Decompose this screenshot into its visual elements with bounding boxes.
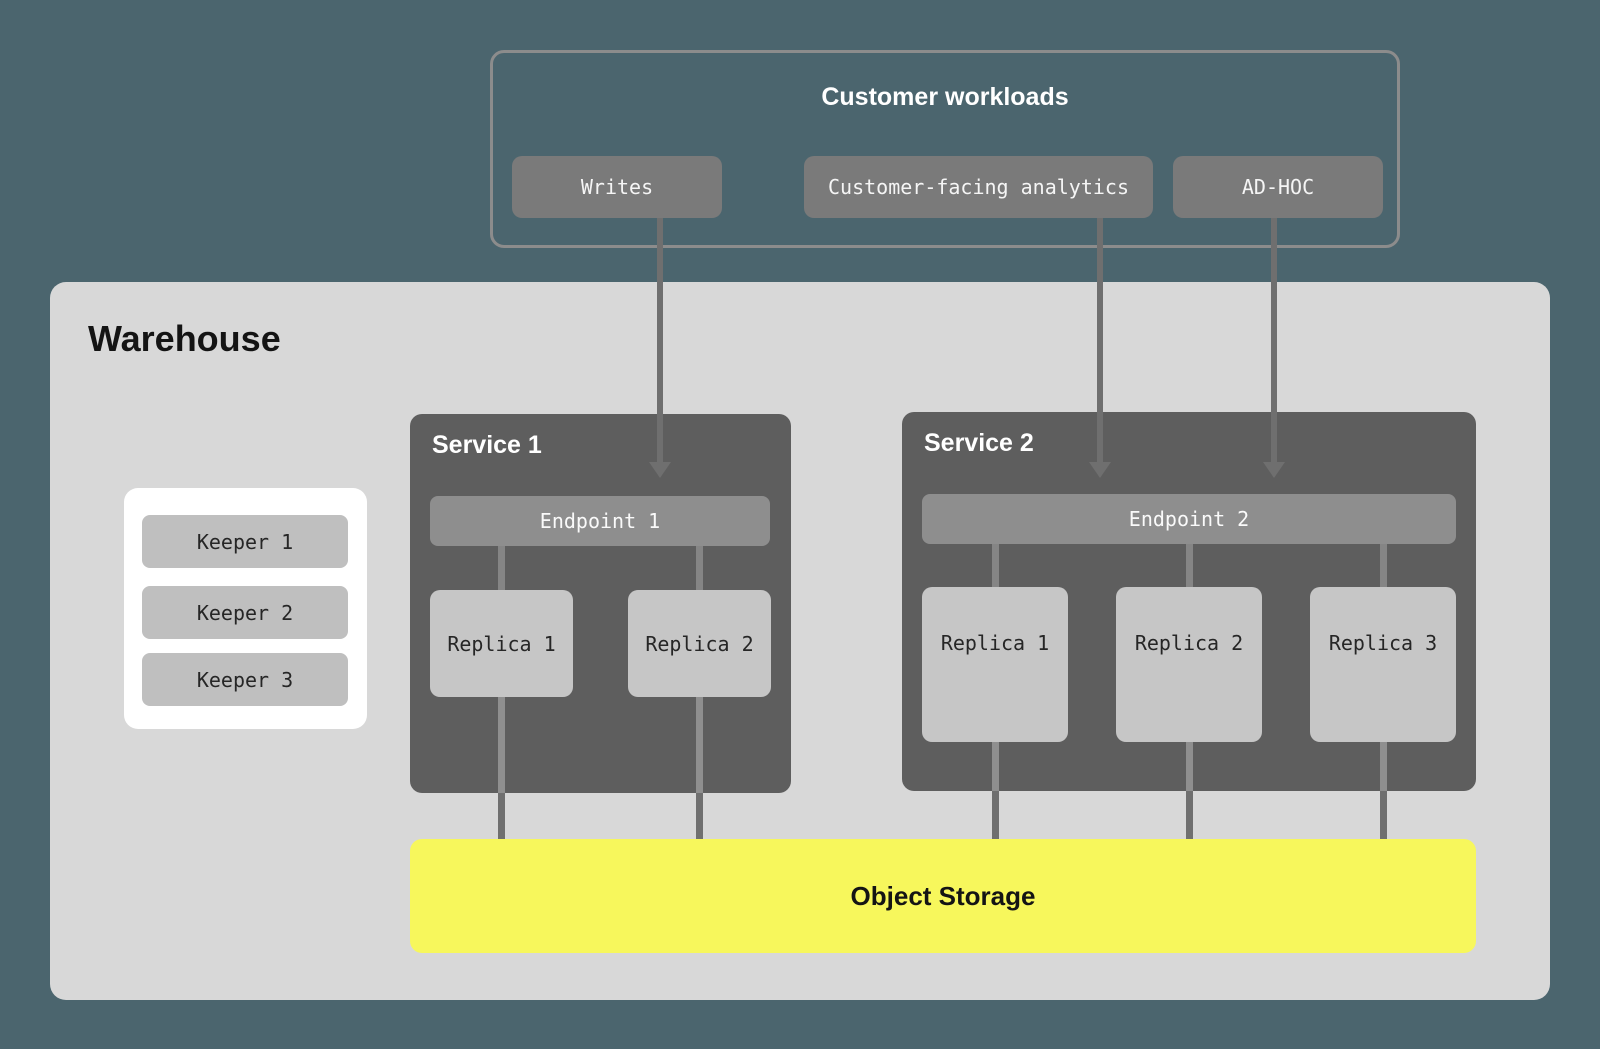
service-1-replica-1-node: Replica 1 [430,590,573,697]
workload-writes-node: Writes [512,156,722,218]
connector-line [1380,544,1387,587]
service-1-replica-2-node: Replica 2 [628,590,771,697]
writes-arrow-line [657,218,663,462]
customer-workloads-title: Customer workloads [821,83,1069,111]
connector-line [992,742,999,791]
workload-analytics-node: Customer-facing analytics [804,156,1153,218]
service-1-panel: Service 1 Endpoint 1 Replica 1 Replica 2 [410,414,791,793]
warehouse-title: Warehouse [88,318,281,359]
connector-line [992,544,999,587]
connector-line [1186,791,1193,839]
connector-line [498,793,505,839]
connector-line [696,793,703,839]
keeper-2-node: Keeper 2 [142,586,348,639]
arrow-down-icon [649,462,671,478]
connector-line [992,791,999,839]
connector-line [1186,742,1193,791]
adhoc-arrow-line [1271,218,1277,462]
endpoint-1-node: Endpoint 1 [430,496,770,546]
service-2-replica-1-node: Replica 1 [922,587,1068,742]
connector-line [696,546,703,590]
customer-workloads-group [490,50,1400,248]
connector-line [1186,544,1193,587]
connector-line [696,697,703,793]
service-2-replica-3-node: Replica 3 [1310,587,1456,742]
connector-line [498,546,505,590]
service-2-title: Service 2 [924,429,1034,457]
object-storage-node: Object Storage [410,839,1476,953]
service-2-panel: Service 2 Endpoint 2 Replica 1 Replica 2… [902,412,1476,791]
connector-line [498,697,505,793]
keeper-3-node: Keeper 3 [142,653,348,706]
arrow-down-icon [1263,462,1285,478]
endpoint-2-node: Endpoint 2 [922,494,1456,544]
workload-adhoc-node: AD-HOC [1173,156,1383,218]
connector-line [1380,742,1387,791]
arrow-down-icon [1089,462,1111,478]
connector-line [1380,791,1387,839]
service-2-replica-2-node: Replica 2 [1116,587,1262,742]
analytics-arrow-line [1097,218,1103,462]
keeper-panel: Keeper 1 Keeper 2 Keeper 3 [124,488,367,729]
keeper-1-node: Keeper 1 [142,515,348,568]
service-1-title: Service 1 [432,431,542,459]
